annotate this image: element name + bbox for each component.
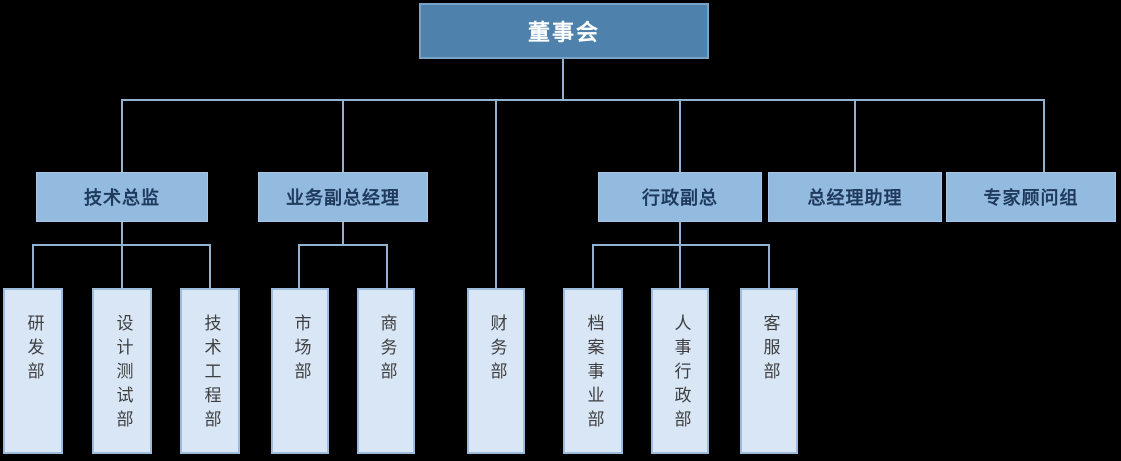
node-customer-service-dept: 客服部: [740, 288, 798, 454]
node-tech-director-label: 技术总监: [84, 188, 160, 209]
node-tech-engineering-dept-label: 技术工程部: [200, 314, 221, 434]
node-admin-deputy-gm: 行政副总: [598, 172, 762, 222]
connector-admin-stub: [679, 221, 681, 246]
node-tech-director: 技术总监: [36, 172, 208, 222]
node-finance-dept: 财务部: [467, 288, 525, 454]
node-hr-admin-dept: 人事行政部: [651, 288, 709, 454]
node-business-deputy-gm-label: 业务副总经理: [286, 188, 400, 209]
node-commerce-dept-label: 商务部: [376, 314, 397, 386]
connector-drop-hr: [679, 244, 681, 289]
node-design-testing-dept: 设计测试部: [92, 288, 152, 454]
connector-drop-service: [768, 244, 770, 289]
connector-drop-gm-assistant: [854, 99, 856, 173]
node-expert-advisors: 专家顾问组: [946, 172, 1116, 222]
node-design-testing-dept-label: 设计测试部: [112, 314, 133, 434]
connector-main-rail: [121, 99, 1045, 101]
node-board-label: 董事会: [527, 21, 600, 46]
node-business-deputy-gm: 业务副总经理: [258, 172, 428, 222]
connector-business-rail: [298, 244, 388, 246]
node-admin-deputy-gm-label: 行政副总: [642, 188, 718, 209]
node-commerce-dept: 商务部: [357, 288, 415, 454]
node-hr-admin-dept-label: 人事行政部: [670, 314, 691, 434]
node-expert-advisors-label: 专家顾问组: [983, 188, 1079, 209]
connector-drop-marketing: [298, 244, 300, 289]
node-rd-dept: 研发部: [3, 288, 63, 454]
node-tech-engineering-dept: 技术工程部: [180, 288, 240, 454]
node-gm-assistant: 总经理助理: [768, 172, 942, 222]
connector-drop-archives: [592, 244, 594, 289]
connector-drop-design: [121, 244, 123, 289]
node-board: 董事会: [419, 3, 709, 59]
connector-drop-rd: [32, 244, 34, 289]
node-archives-dept-label: 档案事业部: [583, 314, 604, 434]
connector-business-stub: [342, 221, 344, 246]
connector-drop-tech-eng: [209, 244, 211, 289]
connector-drop-finance: [495, 99, 497, 289]
connector-drop-admin: [679, 99, 681, 173]
connector-drop-commerce: [386, 244, 388, 289]
node-marketing-dept-label: 市场部: [290, 314, 311, 386]
connector-drop-business: [342, 99, 344, 173]
connector-drop-experts: [1043, 99, 1045, 173]
connector-tech-stub: [121, 221, 123, 246]
node-archives-dept: 档案事业部: [563, 288, 623, 454]
node-rd-dept-label: 研发部: [23, 314, 44, 386]
node-customer-service-dept-label: 客服部: [759, 314, 780, 386]
node-finance-dept-label: 财务部: [486, 314, 507, 386]
connector-drop-tech: [121, 99, 123, 173]
connector-admin-rail: [592, 244, 770, 246]
node-gm-assistant-label: 总经理助理: [807, 188, 903, 209]
connector-root-trunk: [562, 58, 564, 100]
node-marketing-dept: 市场部: [271, 288, 329, 454]
